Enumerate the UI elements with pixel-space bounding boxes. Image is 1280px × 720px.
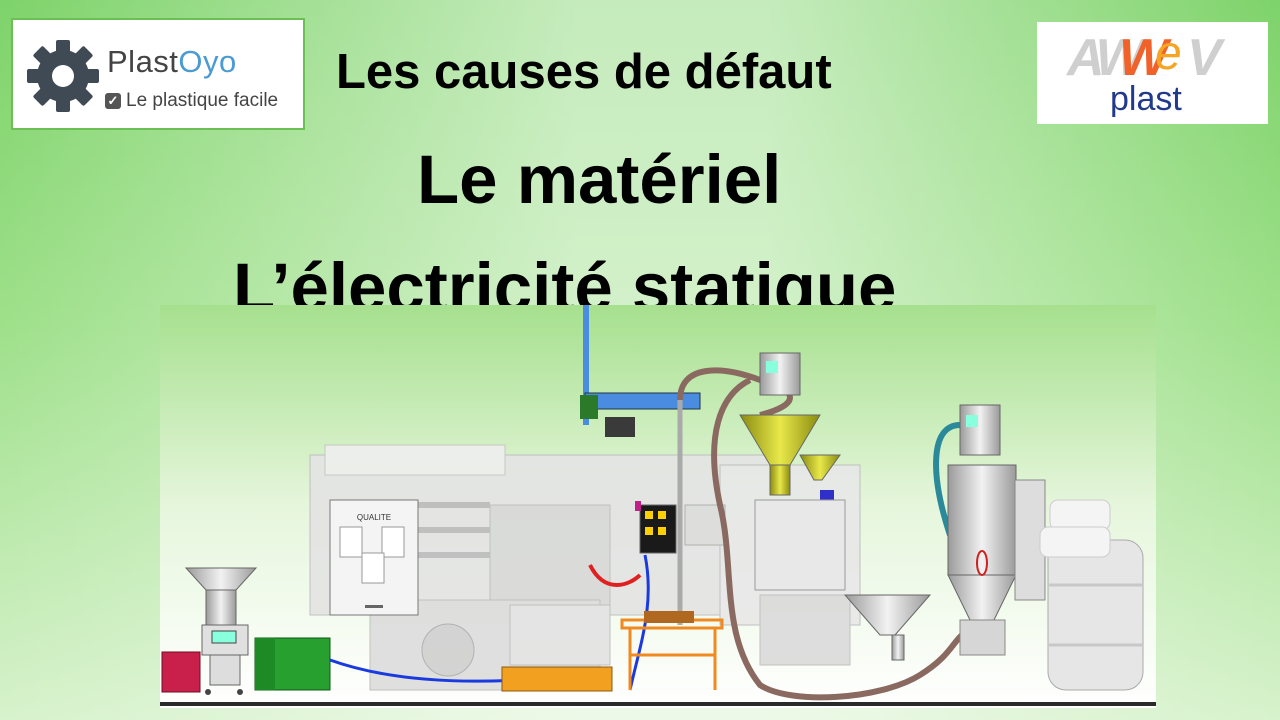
red-bin [161, 651, 201, 693]
check-icon: ✓ [105, 93, 121, 109]
teal-hose [933, 422, 961, 536]
plastoyo-logo: PlastOyo ✓ Le plastique facile [11, 18, 305, 130]
sack-pile [1039, 499, 1111, 558]
injection-machine-illustration: QUALITE [160, 305, 1156, 708]
floor-line [160, 702, 1156, 706]
logo-brand: PlastOyo [107, 44, 237, 80]
gear-icon [27, 40, 99, 112]
awev-letter-e: e [1155, 27, 1182, 80]
logo-tagline: ✓ Le plastique facile [105, 90, 278, 112]
granulator [184, 567, 258, 695]
brand-plast: Plast [107, 44, 179, 79]
orange-tray [501, 666, 613, 692]
orange-stand [620, 611, 724, 690]
awev-subtitle: plast [1110, 80, 1182, 118]
injection-press-body [309, 444, 861, 691]
awev-letter-v: V [1187, 29, 1222, 87]
blue-pipe [583, 305, 589, 425]
control-box [635, 501, 677, 554]
yellow-hopper [739, 352, 846, 591]
red-cable [588, 564, 642, 587]
slide-title: Les causes de défaut [336, 45, 832, 99]
slide-subtitle-material: Le matériel [417, 141, 782, 218]
quality-cabinet: QUALITE [329, 499, 419, 616]
barrel [1047, 539, 1144, 691]
awev-letters-aw: AW [1067, 29, 1145, 87]
tagline-text: Le plastique facile [126, 90, 279, 111]
awev-letter-w: W [1119, 29, 1169, 87]
brand-oyo: Oyo [178, 44, 237, 79]
dryer [947, 404, 1046, 656]
cabinet-label: QUALITE [357, 513, 391, 522]
awev-plast-logo: AW W e V plast [1037, 22, 1268, 124]
